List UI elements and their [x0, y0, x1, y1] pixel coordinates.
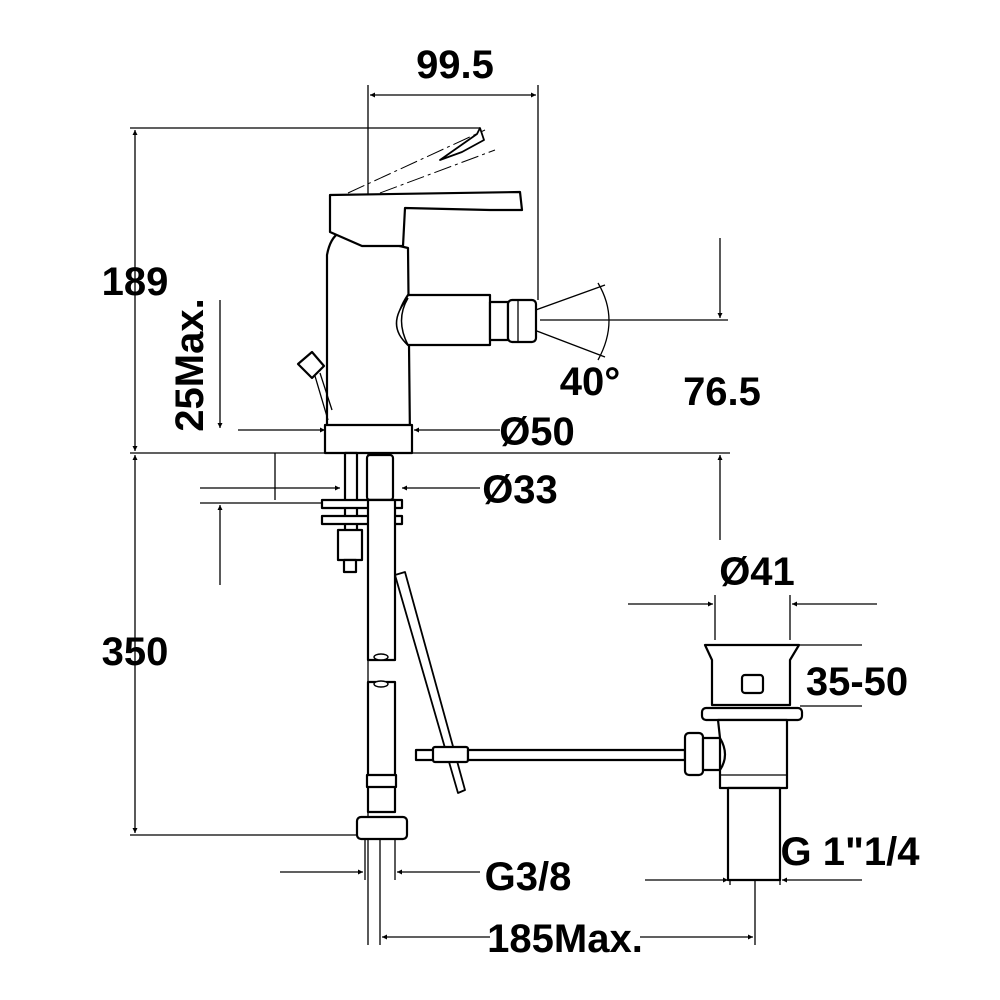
dim-body-diameter: Ø50	[499, 410, 575, 454]
dimension-labels: 99.5 189 25Max. Ø50 Ø33 76.5 40° 350 Ø41…	[102, 43, 921, 961]
dim-max-offset: 185Max.	[487, 917, 643, 961]
dim-total-height: 189	[102, 260, 169, 304]
drain-waste	[414, 643, 804, 882]
dim-spray-angle: 40°	[560, 360, 621, 404]
dimension-lines	[130, 85, 877, 945]
dim-drain-diameter: Ø41	[719, 550, 795, 594]
dim-max-deck: 25Max.	[168, 298, 212, 431]
dim-spout-height: 76.5	[683, 370, 761, 414]
dim-drain-thread: G 1"1/4	[780, 830, 920, 874]
dim-drain-range: 35-50	[806, 660, 908, 704]
dim-hose-length: 350	[102, 630, 169, 674]
faucet-body	[296, 127, 538, 841]
dim-spout-reach: 99.5	[416, 43, 494, 87]
dim-hose-thread: G3/8	[485, 855, 572, 899]
dim-shank-diameter: Ø33	[482, 468, 558, 512]
